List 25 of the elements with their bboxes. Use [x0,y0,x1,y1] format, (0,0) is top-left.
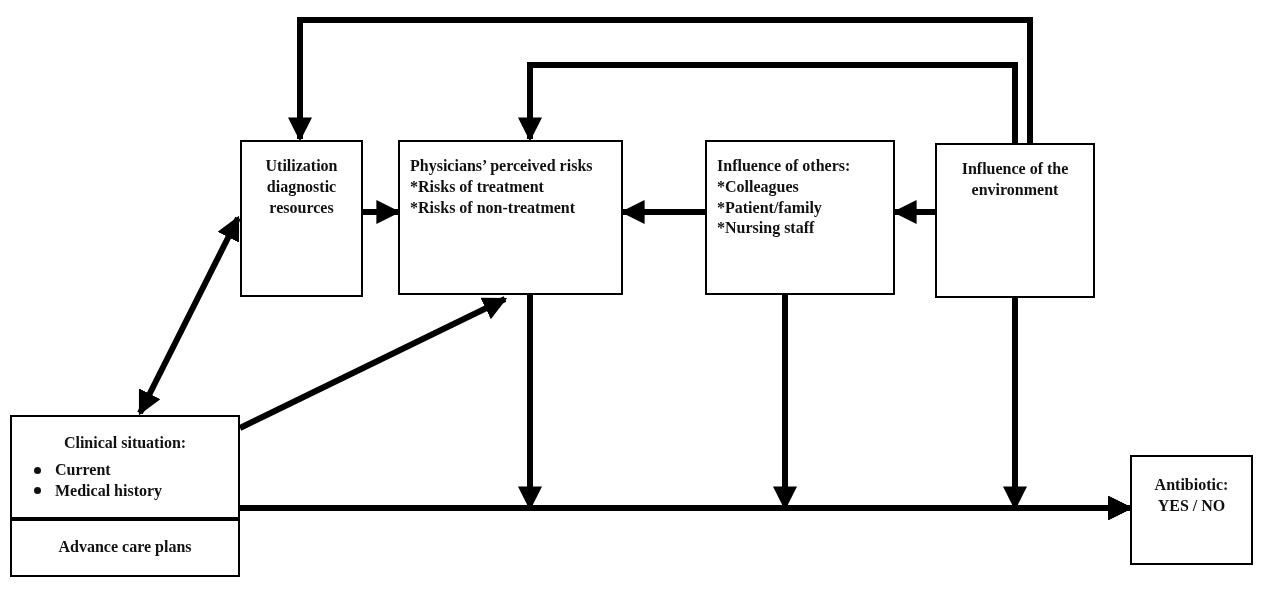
box-heading: Advance care plans [57,537,193,558]
box-heading: Utilization diagnostic resources [264,156,339,218]
text-box [398,140,623,295]
text-box [10,519,240,577]
box-text: *Risks of treatment [410,176,545,197]
arrow [137,215,241,416]
arrow [288,17,1033,143]
text-box [1130,455,1253,565]
box-text: *Nursing staff [717,218,816,239]
box-text: *Risks of non-treatment [410,197,577,218]
arrow [1003,298,1130,520]
box-text: Current [55,459,111,480]
text-box [935,143,1095,298]
box-heading: Physicians’ perceived risks [410,156,594,177]
box-heading: Influence of others: [717,156,852,176]
text-box [10,415,240,519]
box-text: Medical history [55,480,163,502]
box-heading: Influence of the environment [960,159,1070,200]
text-box [705,140,895,295]
text-box [240,140,363,297]
box-text: *Colleagues [717,176,800,198]
arrow [518,62,1018,143]
box-text: *Patient/family [717,197,823,219]
box-heading: Clinical situation: [62,433,188,453]
box-heading: Antibiotic: YES / NO [1153,475,1230,516]
